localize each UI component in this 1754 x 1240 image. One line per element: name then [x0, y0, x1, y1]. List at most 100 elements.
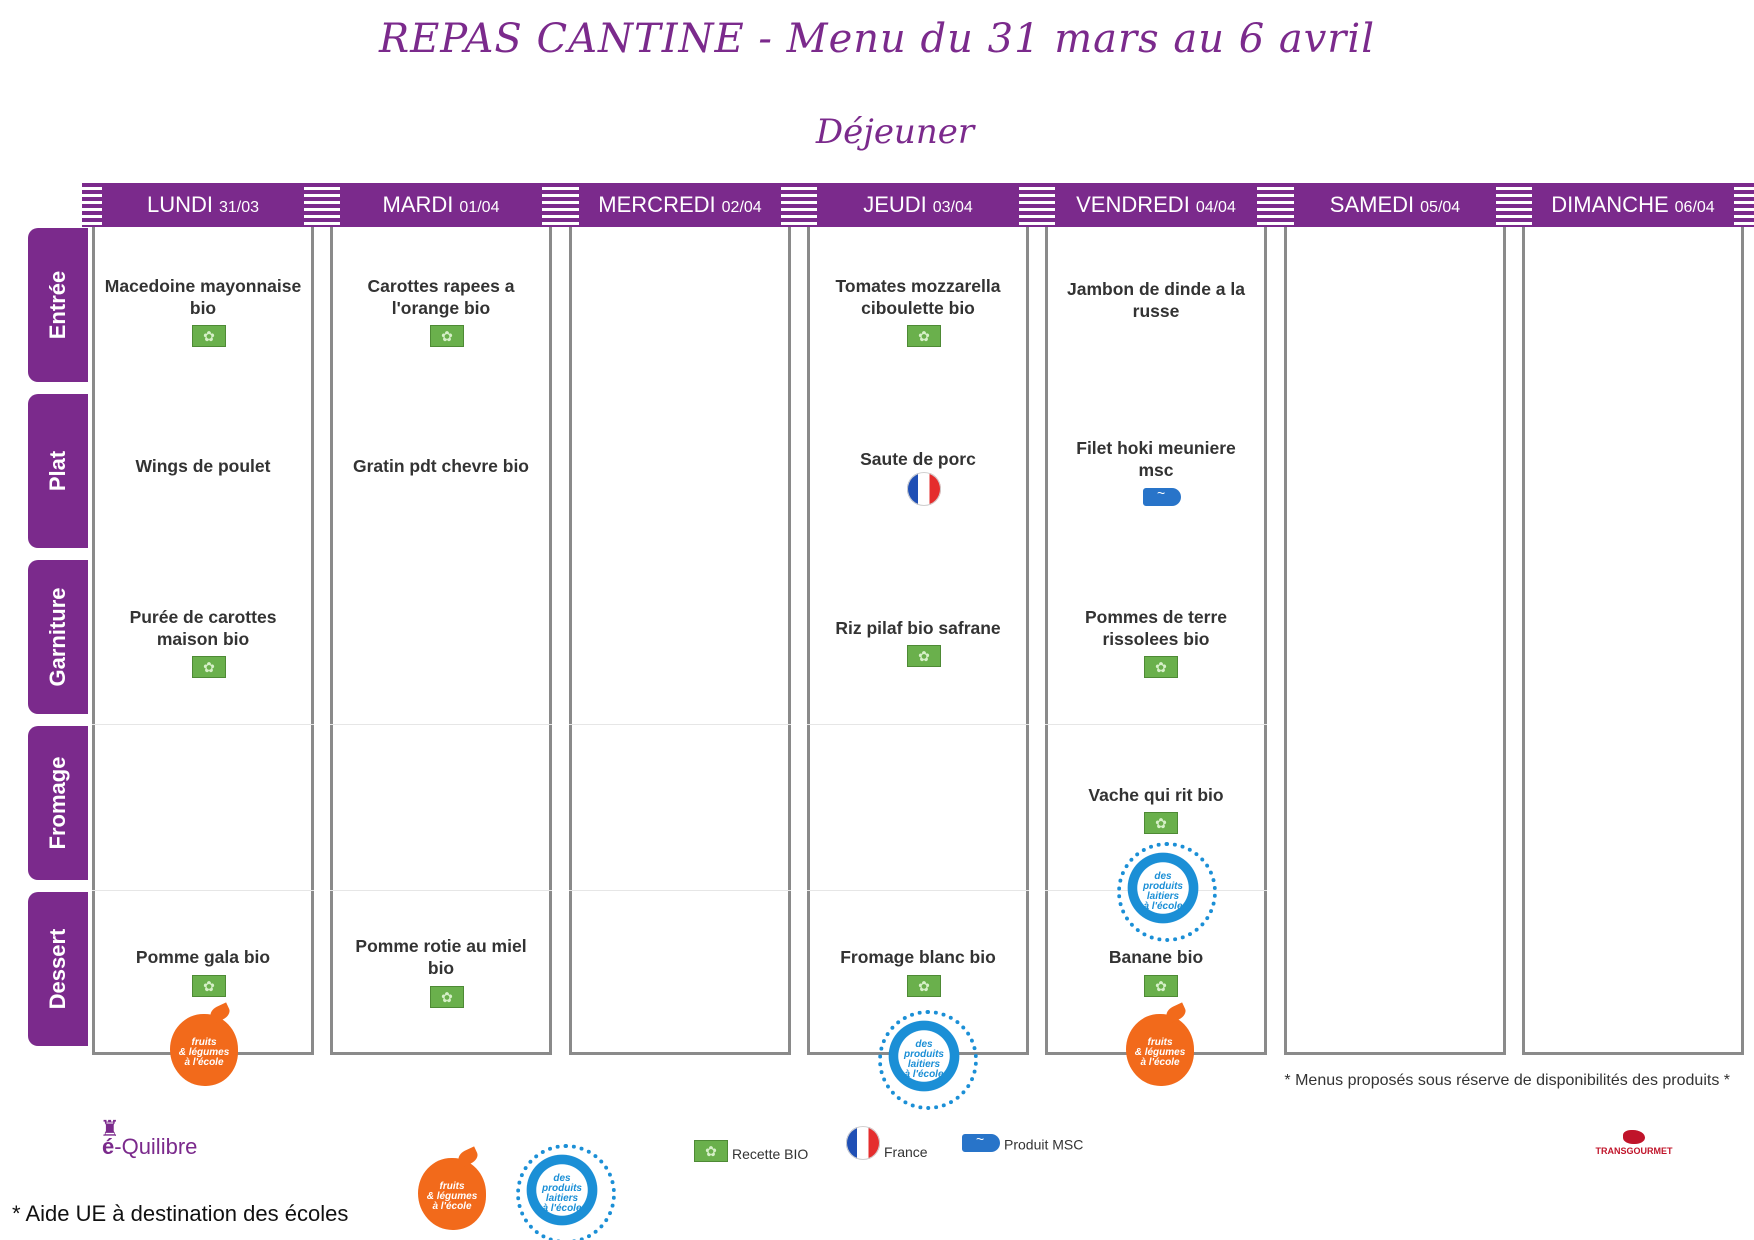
bio-leaf-icon [907, 325, 941, 347]
logo-text: produits [904, 1049, 944, 1060]
row-divider [330, 724, 552, 725]
row-label-fromage: Fromage [28, 726, 88, 880]
dish-vendredi-fromage: Vache qui rit bio [1088, 785, 1224, 805]
day-column-mercredi [569, 227, 791, 1055]
row-divider [330, 890, 552, 891]
day-date: 31/03 [218, 199, 260, 216]
dish-mardi-plat: Gratin pdt chevre bio [353, 456, 529, 476]
bio-leaf-icon [192, 656, 226, 678]
logo-text: à l'école [542, 1203, 582, 1214]
dish-lundi-entree: Macedoine mayonnaise bio [104, 276, 302, 318]
logo-text: produits [1143, 881, 1183, 892]
dish-jeudi-dessert: Fromage blanc bio [840, 947, 996, 967]
row-divider [569, 890, 791, 891]
msc-fish-icon [962, 1131, 1000, 1153]
logo-text: fruits [439, 1181, 465, 1192]
availability-disclaimer: * Menus proposés sous réserve de disponi… [1284, 1072, 1730, 1089]
row-label-text: Fromage [45, 756, 70, 850]
logo-text: laitiers [1146, 891, 1180, 902]
brand-e: é [102, 1134, 115, 1159]
logo-text: & légumes [426, 1191, 478, 1202]
legend-france: France [846, 1126, 928, 1160]
logo-text: & légumes [1134, 1047, 1186, 1058]
logo-text: des [915, 1039, 933, 1050]
day-name: LUNDI [146, 192, 213, 217]
dish-vendredi-plat: Filet hoki meuniere msc [1076, 438, 1236, 480]
bio-leaf-icon [192, 325, 226, 347]
dish-jeudi-plat: Saute de porc [860, 449, 976, 469]
dish-mardi-entree: Carottes rapees a l'orange bio [367, 276, 515, 318]
logo-text: à l'école [1140, 1057, 1180, 1068]
dish-mardi-dessert: Pomme rotie au miel bio [355, 936, 527, 978]
day-header-mardi: MARDI 01/04 [320, 183, 562, 227]
bio-leaf-icon [1144, 975, 1178, 997]
logo-text: à l'école [432, 1201, 472, 1212]
dish-jeudi-entree: Tomates mozzarella ciboulette bio [835, 276, 1001, 318]
row-divider [92, 890, 314, 891]
logo-text: fruits [191, 1037, 217, 1048]
brand-rest: -Quilibre [114, 1134, 198, 1159]
transgourmet-logo: TRANSGOURMET [1594, 1130, 1674, 1156]
row-label-plat: Plat [28, 394, 88, 548]
logo-text: laitiers [545, 1193, 579, 1204]
bio-leaf-icon [907, 975, 941, 997]
logo-text: produits [542, 1183, 582, 1194]
day-date: 05/04 [1420, 199, 1461, 216]
page-title: REPAS CANTINE - Menu du 31 mars au 6 avr… [378, 16, 1376, 62]
logo-text: à l'école [904, 1069, 944, 1080]
day-header-jeudi: JEUDI 03/04 [797, 183, 1039, 227]
day-column-lundi [92, 227, 314, 1055]
dish-lundi-plat: Wings de poulet [135, 456, 271, 476]
france-flag-icon [846, 1126, 880, 1160]
row-divider [569, 724, 791, 725]
chef-hat-icon: ♜ [100, 1116, 120, 1141]
bio-leaf-icon [694, 1140, 728, 1162]
legend-label: Recette BIO [732, 1146, 809, 1162]
row-label-garniture: Garniture [28, 560, 88, 714]
day-column-dimanche [1522, 227, 1744, 1055]
row-divider [807, 890, 1029, 891]
row-label-text: Garniture [45, 587, 70, 687]
row-divider [92, 724, 314, 725]
france-flag-icon [907, 472, 941, 506]
dish-vendredi-entree: Jambon de dinde a la russe [1067, 279, 1245, 321]
meal-subtitle: Déjeuner [815, 112, 975, 152]
day-date: 01/04 [459, 199, 500, 216]
bio-leaf-icon [430, 986, 464, 1008]
bio-leaf-icon [192, 975, 226, 997]
dish-jeudi-garniture: Riz pilaf bio safrane [835, 618, 1001, 638]
row-label-text: Dessert [45, 928, 70, 1010]
day-name: MARDI [382, 192, 454, 217]
bio-leaf-icon [907, 645, 941, 667]
logo-text: & légumes [178, 1047, 230, 1058]
day-column-mardi [330, 227, 552, 1055]
logo-text: des [553, 1173, 571, 1184]
dish-vendredi-garniture: Pommes de terre rissolees bio [1084, 607, 1227, 649]
day-date: 06/04 [1674, 199, 1715, 216]
day-name: JEUDI [863, 192, 927, 217]
day-name: VENDREDI [1076, 192, 1190, 217]
day-name: DIMANCHE [1551, 192, 1669, 217]
logo-text: laitiers [907, 1059, 941, 1070]
row-label-dessert: Dessert [28, 892, 88, 1046]
row-divider [1045, 724, 1267, 725]
row-label-text: Entrée [45, 270, 70, 340]
day-header-dimanche: DIMANCHE 06/04 [1512, 183, 1754, 227]
legend-msc: Produit MSC [962, 1131, 1084, 1164]
e-quilibre-logo: ♜ é-Quilibre [100, 1116, 220, 1159]
bio-leaf-icon [1144, 812, 1178, 834]
dish-lundi-dessert: Pomme gala bio [135, 947, 271, 967]
legend-label: Produit MSC [1004, 1136, 1084, 1153]
msc-fish-icon [1143, 485, 1181, 506]
dish-vendredi-dessert: Banane bio [1108, 947, 1204, 967]
bio-leaf-icon [430, 325, 464, 347]
day-date: 03/04 [932, 199, 973, 216]
